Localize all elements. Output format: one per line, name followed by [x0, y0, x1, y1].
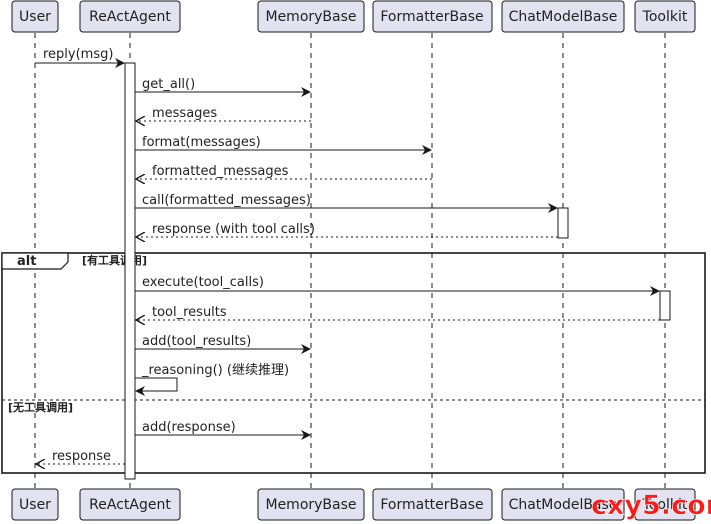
message-response-return: response	[36, 449, 125, 464]
message-tool-results-label: tool_results	[152, 305, 227, 320]
message-reply: reply(msg)	[35, 47, 125, 68]
activation-reactagent	[124, 62, 136, 480]
message-get-all: get_all()	[135, 77, 311, 97]
activation-toolkit	[659, 290, 671, 321]
message-add-response: add(response)	[135, 420, 311, 440]
participant-reactagent[interactable]: ReActAgent	[79, 0, 181, 33]
participant-reactagent-bottom[interactable]: ReActAgent	[79, 488, 181, 521]
participant-reactagent-bottom-label: ReActAgent	[89, 497, 171, 513]
message-messages-return: messages	[136, 106, 311, 121]
participant-chatmodelbase-label: ChatModelBase	[509, 9, 618, 25]
message-response-with-tool-calls-label: response (with tool calls)	[152, 222, 315, 237]
message-format-label: format(messages)	[142, 135, 261, 150]
participant-formatterbase-bottom[interactable]: FormatterBase	[372, 488, 493, 521]
message-reply-label: reply(msg)	[43, 47, 113, 62]
alt-label: alt	[17, 254, 36, 269]
message-formatted-messages-return: formatted_messages	[136, 164, 432, 179]
message-execute: execute(tool_calls)	[135, 275, 660, 296]
participant-memorybase-bottom-label: MemoryBase	[265, 497, 356, 513]
participant-toolkit-bottom[interactable]: Toolkit	[634, 488, 696, 521]
participant-formatterbase-label: FormatterBase	[380, 9, 483, 25]
message-response-with-tool-calls-return: response (with tool calls)	[136, 222, 558, 237]
message-execute-label: execute(tool_calls)	[142, 275, 264, 290]
participant-chatmodelbase-bottom-label: ChatModelBase	[509, 497, 618, 513]
participant-user-bottom-label: User	[19, 497, 51, 513]
activation-chatmodelbase	[557, 207, 569, 239]
message-get-all-label: get_all()	[142, 77, 195, 92]
message-messages-label: messages	[152, 106, 217, 121]
message-call: call(formatted_messages)	[135, 193, 558, 213]
message-reasoning-self: _reasoning() (继续推理)	[135, 363, 289, 396]
message-add-tool-results-label: add(tool_results)	[142, 334, 251, 349]
participant-toolkit-bottom-label: Toolkit	[642, 497, 688, 513]
participant-memorybase-label: MemoryBase	[265, 9, 356, 25]
message-formatted-messages-label: formatted_messages	[152, 164, 289, 179]
participant-reactagent-label: ReActAgent	[89, 9, 171, 25]
alt-fragment: alt [有工具调用] [无工具调用]	[1, 252, 706, 474]
alt-guard-no-tools: [无工具调用]	[8, 400, 73, 414]
alt-tab	[1, 252, 69, 270]
participant-user-label: User	[19, 9, 51, 25]
message-tool-results-return: tool_results	[136, 305, 660, 320]
participant-formatterbase-bottom-label: FormatterBase	[380, 497, 483, 513]
participant-chatmodelbase[interactable]: ChatModelBase	[501, 0, 625, 33]
participant-toolkit[interactable]: Toolkit	[634, 0, 696, 33]
message-call-label: call(formatted_messages)	[142, 193, 311, 208]
message-add-response-label: add(response)	[142, 420, 236, 435]
participant-memorybase[interactable]: MemoryBase	[257, 0, 365, 33]
message-reasoning-label: _reasoning() (继续推理)	[141, 363, 289, 378]
message-response-label: response	[52, 449, 111, 464]
participant-user-bottom[interactable]: User	[11, 488, 59, 521]
participant-memorybase-bottom[interactable]: MemoryBase	[257, 488, 365, 521]
message-format: format(messages)	[135, 135, 432, 155]
participant-user[interactable]: User	[11, 0, 59, 33]
alt-guard-has-tools: [有工具调用]	[82, 253, 147, 267]
activations	[124, 62, 671, 480]
watermark: cxy5.com	[591, 490, 711, 521]
participant-toolkit-label: Toolkit	[642, 9, 688, 25]
participant-formatterbase[interactable]: FormatterBase	[372, 0, 493, 33]
message-add-tool-results: add(tool_results)	[135, 334, 311, 354]
participant-chatmodelbase-bottom[interactable]: ChatModelBase	[501, 488, 625, 521]
